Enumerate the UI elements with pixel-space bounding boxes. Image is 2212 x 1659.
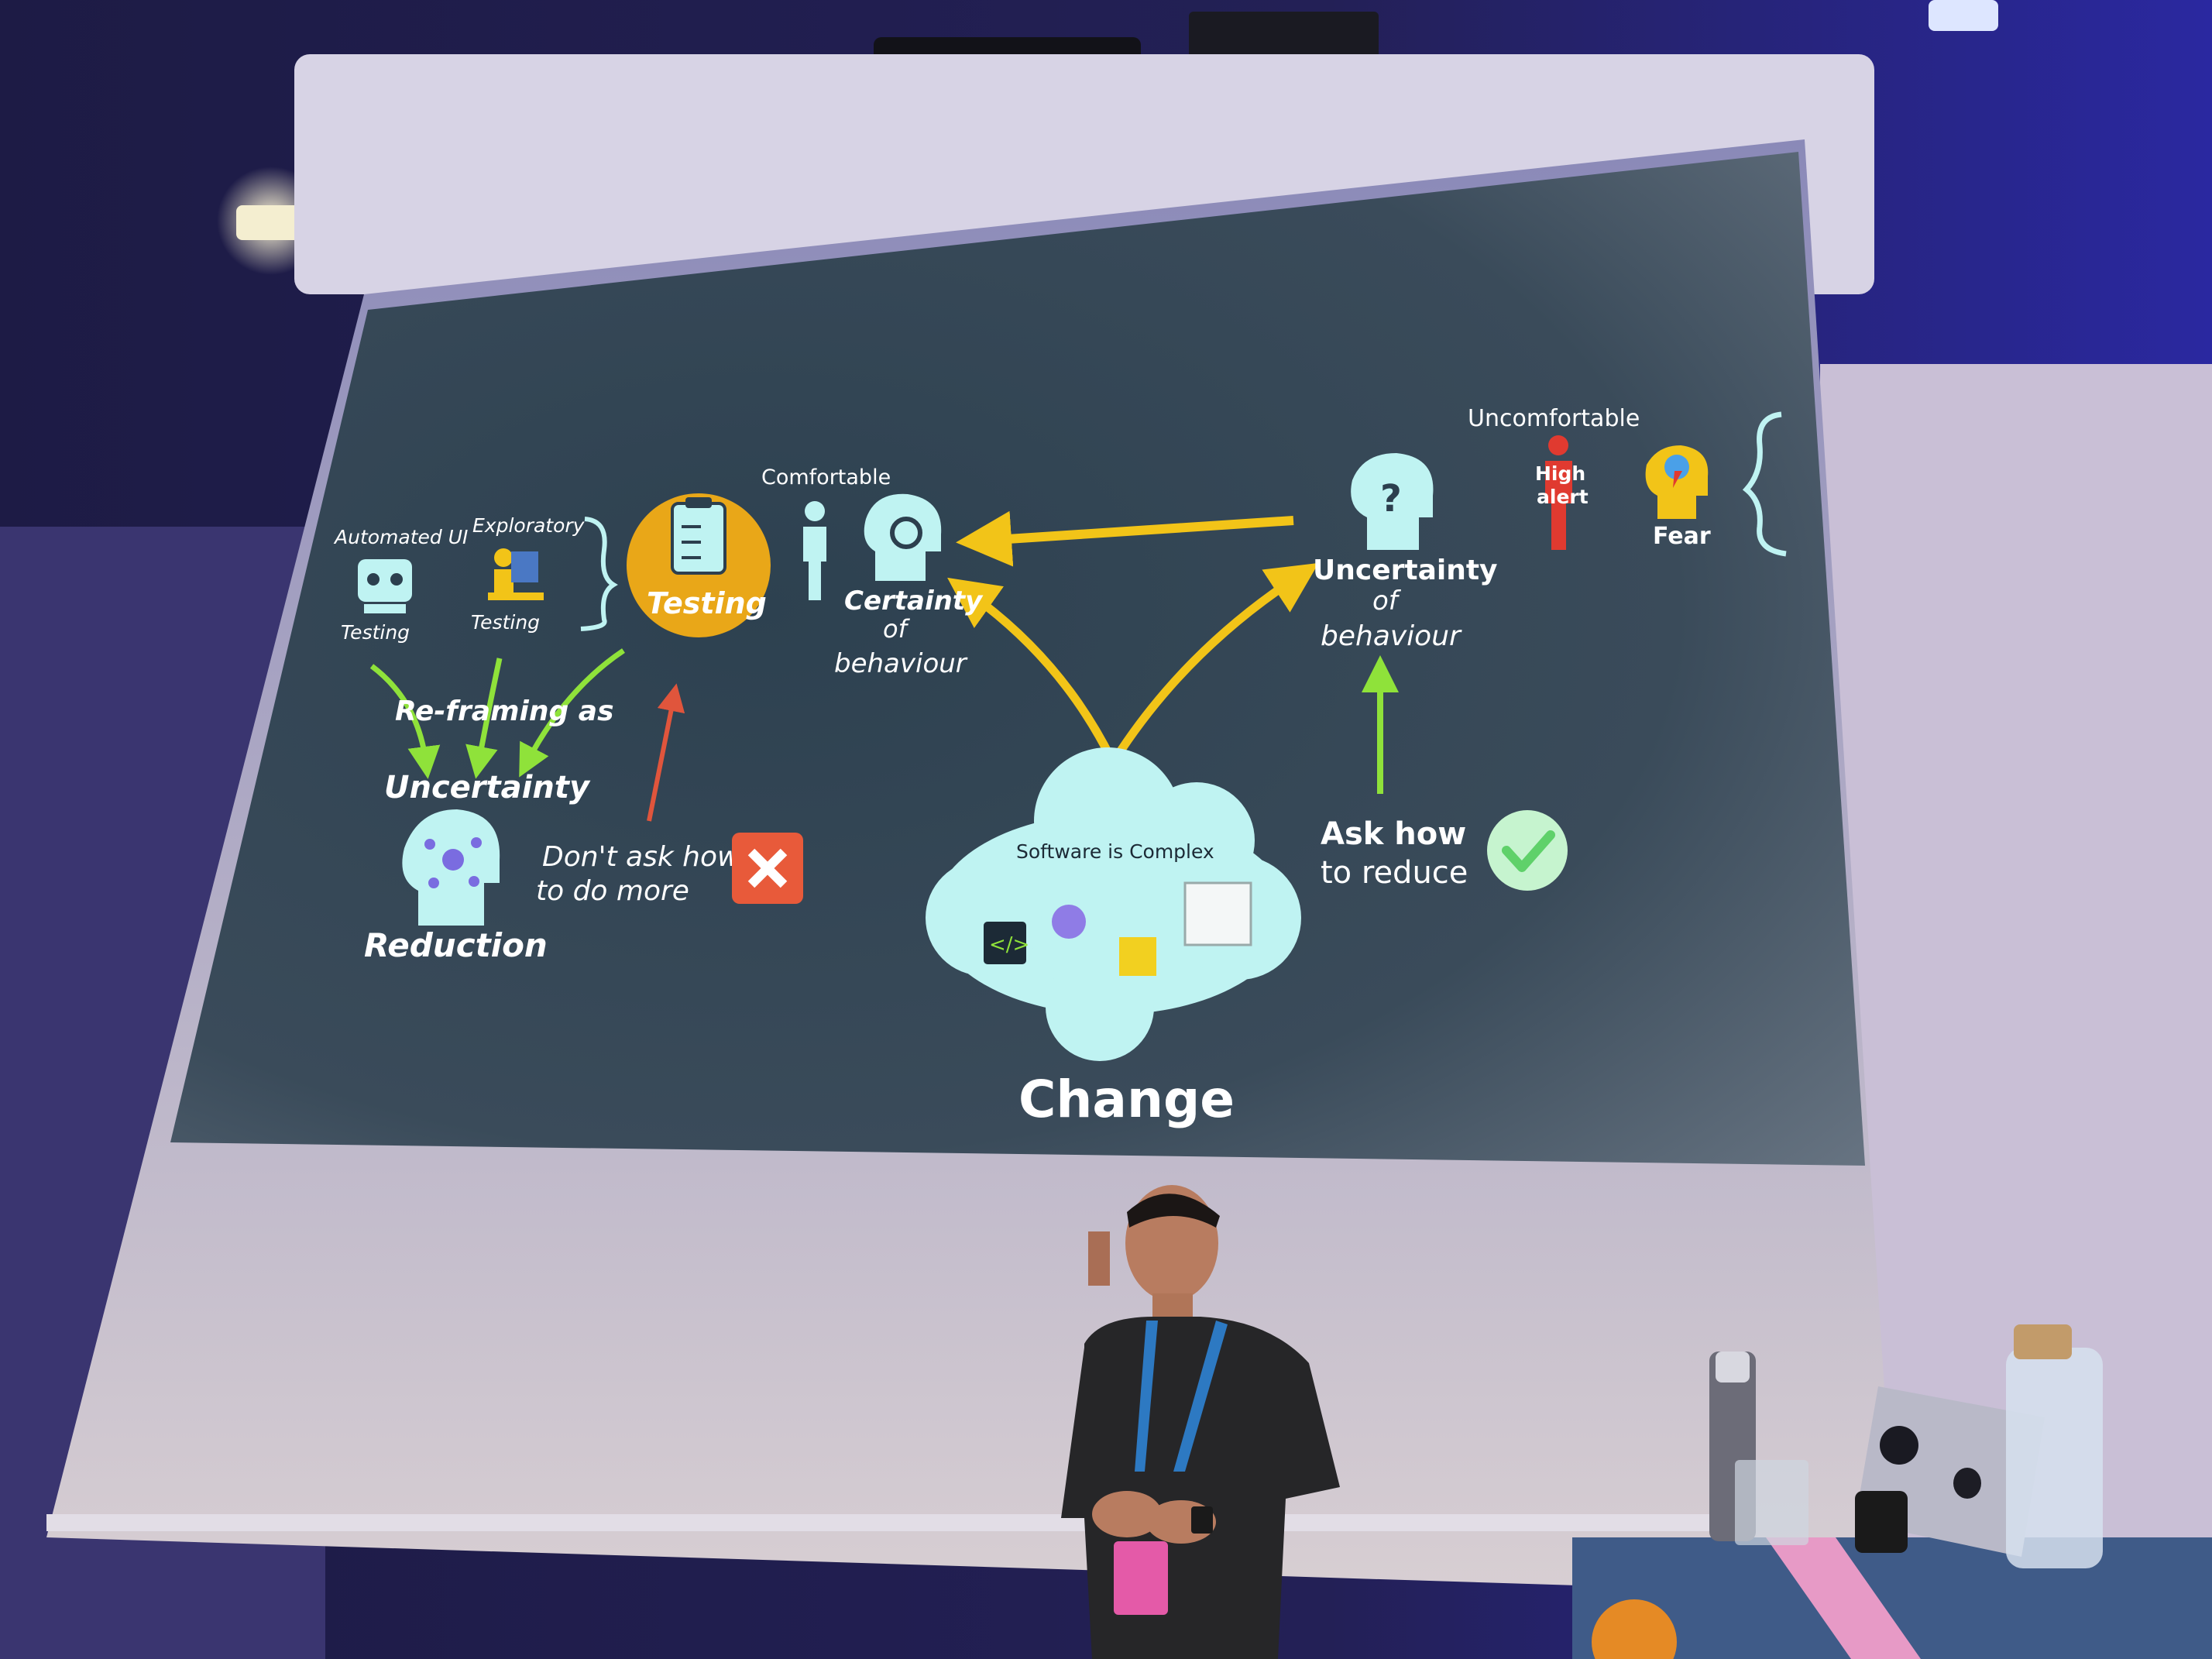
carafe-cork	[2014, 1324, 2072, 1359]
alert-person-icon	[1545, 435, 1572, 550]
brace-left	[580, 517, 618, 631]
arrow-green-3	[519, 648, 625, 778]
certainty-line1: Certainty	[844, 586, 984, 617]
software-complex-label: Software is Complex	[1016, 840, 1214, 863]
certainty-line3: behaviour	[834, 648, 968, 679]
question-head-icon: ?	[1351, 453, 1434, 550]
change-label: Change	[1018, 1070, 1235, 1129]
arrow-green-2	[465, 658, 503, 779]
cross-icon	[732, 833, 803, 904]
svg-text:?: ?	[1380, 477, 1402, 520]
high-alert-line1: High	[1535, 462, 1585, 485]
uncertainty-left-label: Uncertainty	[384, 770, 591, 805]
speaker-person	[1061, 1185, 1340, 1659]
bottle-cap	[1716, 1352, 1750, 1382]
arrow-red-to-testing	[647, 683, 685, 822]
check-icon	[1487, 810, 1568, 891]
reduction-label: Reduction	[364, 926, 548, 964]
robot-icon	[358, 559, 412, 613]
dont-ask-line2: to do more	[536, 875, 689, 907]
comfortable-label: Comfortable	[761, 465, 891, 489]
network-head-icon	[402, 809, 500, 926]
gear-head-icon	[864, 493, 942, 581]
automated-testing-label: Testing	[341, 621, 410, 644]
reframing-label: Re-framing as	[395, 696, 614, 727]
exploratory-label: Exploratory	[472, 514, 586, 537]
certainty-line2: of	[883, 614, 911, 644]
automated-ui-label: Automated UI	[333, 526, 468, 548]
arrow-green-1	[369, 664, 441, 779]
uncertainty-right-line3: behaviour	[1321, 620, 1462, 652]
black-device	[1855, 1491, 1908, 1553]
drinking-glass	[1735, 1460, 1808, 1545]
arrow-change-to-uncertainty	[1111, 562, 1319, 761]
svg-text:</>: </>	[989, 933, 1029, 957]
high-alert-line2: alert	[1537, 486, 1589, 508]
person-desk-icon	[488, 548, 544, 600]
ask-how-line1: Ask how	[1321, 816, 1466, 852]
arrow-change-to-certainty	[947, 577, 1115, 761]
podium-mascot	[1592, 1599, 1677, 1659]
testing-title: Testing	[647, 586, 767, 620]
stage-rail	[46, 1514, 1712, 1531]
spotlight	[236, 205, 306, 240]
brace-right	[1742, 411, 1787, 557]
software-cloud-icon: </>	[926, 747, 1301, 1061]
podium-stripe	[1766, 1537, 1921, 1659]
arrow-to-certainty	[956, 510, 1294, 567]
dont-ask-line1: Don't ask how	[542, 841, 740, 873]
storm-head-icon	[1645, 445, 1709, 519]
fear-label: Fear	[1653, 523, 1711, 550]
clipboard-icon	[627, 493, 771, 637]
uncomfortable-label: Uncomfortable	[1468, 405, 1640, 432]
slide-area	[170, 152, 1865, 1166]
uncertainty-right-line2: of	[1372, 586, 1402, 617]
uncertainty-right-line1: Uncertainty	[1313, 555, 1498, 586]
exploratory-testing-label: Testing	[471, 611, 540, 634]
water-carafe	[2006, 1348, 2103, 1568]
ask-how-line2: to reduce	[1321, 855, 1468, 891]
apple-logo-icon	[1953, 1468, 1981, 1499]
blue-stage-light	[1929, 0, 1998, 31]
person-icon	[803, 501, 826, 600]
